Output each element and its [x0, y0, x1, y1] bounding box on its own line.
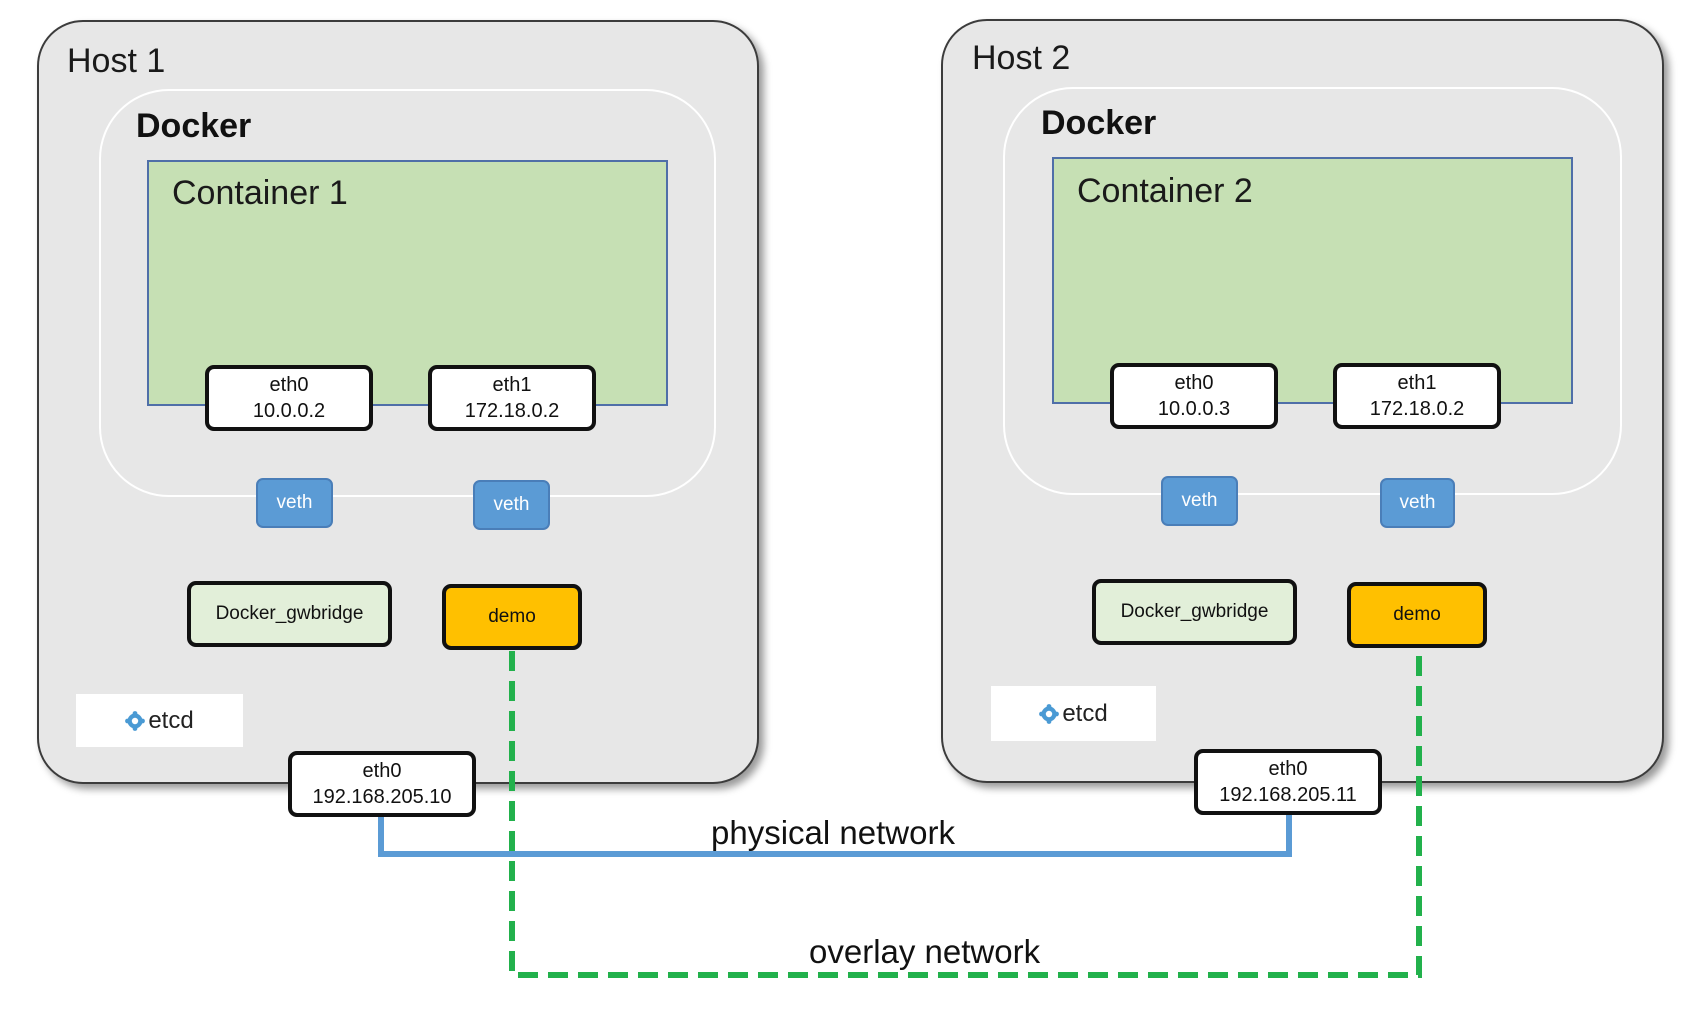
host-1-etcd: etcd — [76, 694, 243, 747]
host-1-title: Host 1 — [67, 42, 166, 80]
interface-name: eth1 — [1397, 372, 1437, 394]
etcd-label: etcd — [1062, 699, 1108, 727]
interface-name: eth0 — [269, 374, 309, 396]
interface-ip: 10.0.0.2 — [252, 400, 326, 422]
interface-ip: 172.18.0.2 — [1369, 398, 1465, 420]
interface-name: eth0 — [362, 760, 402, 782]
host-1-container-eth0: eth0 10.0.0.2 — [205, 365, 373, 431]
interface-name: eth0 — [1174, 372, 1214, 394]
etcd-label: etcd — [148, 706, 194, 734]
physical-network-label: physical network — [711, 814, 955, 851]
host-1-container-eth1: eth1 172.18.0.2 — [428, 365, 596, 431]
container-2-title: Container 2 — [1077, 172, 1253, 210]
host-2-veth-left: veth — [1161, 476, 1238, 526]
host-1-docker-gwbridge: Docker_gwbridge — [187, 581, 392, 647]
host-2-eth0: eth0 192.168.205.11 — [1194, 749, 1382, 815]
interface-ip: 192.168.205.10 — [312, 786, 452, 808]
host-2-demo-network: demo — [1347, 582, 1487, 648]
interface-ip: 10.0.0.3 — [1157, 398, 1231, 420]
host-2-docker-title: Docker — [1041, 104, 1157, 142]
host-2-container-eth0: eth0 10.0.0.3 — [1110, 363, 1278, 429]
container-2-box — [1052, 157, 1573, 404]
physical-network-link — [378, 815, 1292, 857]
interface-ip: 192.168.205.11 — [1219, 784, 1357, 806]
interface-name: eth1 — [492, 374, 532, 396]
host-2-veth-right: veth — [1380, 478, 1455, 528]
host-2-docker-gwbridge: Docker_gwbridge — [1092, 579, 1297, 645]
host-1-docker-title: Docker — [136, 107, 252, 145]
host-2-etcd: etcd — [991, 686, 1156, 741]
interface-name: eth0 — [1268, 758, 1308, 780]
overlay-network-link — [509, 648, 1422, 978]
host-1-demo-network: demo — [442, 584, 582, 650]
container-1-title: Container 1 — [172, 174, 348, 212]
host-1-veth-right: veth — [473, 480, 550, 530]
host-2-container-eth1: eth1 172.18.0.2 — [1333, 363, 1501, 429]
host-2-title: Host 2 — [972, 39, 1071, 77]
host-2-docker-box — [1003, 87, 1622, 495]
host-1-veth-left: veth — [256, 478, 333, 528]
host-1-docker-box — [99, 89, 716, 497]
etcd-logo-icon — [1039, 703, 1060, 724]
overlay-network-label: overlay network — [809, 933, 1041, 970]
etcd-logo-icon — [125, 710, 146, 731]
host-1-eth0: eth0 192.168.205.10 — [288, 751, 476, 817]
interface-ip: 172.18.0.2 — [464, 400, 560, 422]
